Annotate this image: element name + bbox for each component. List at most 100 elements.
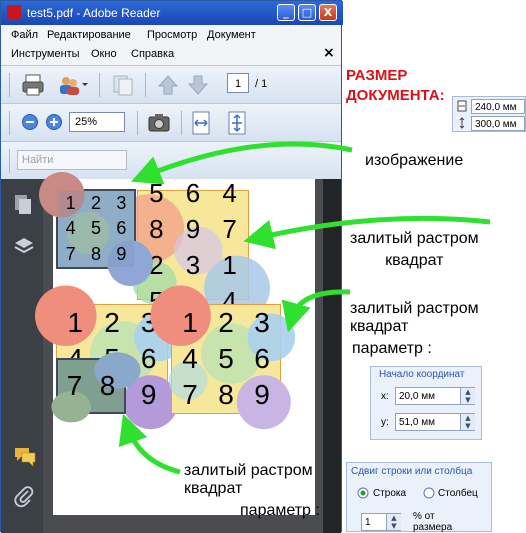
toolbar-main: / 1: [1, 65, 341, 104]
tile-digit: 3: [185, 249, 201, 280]
tile-digit: 5: [90, 218, 101, 239]
tile-digit: 4: [222, 177, 237, 208]
tile-digit: 3: [116, 193, 127, 214]
shift-panel-title: Сдвиг строки или столбца: [351, 466, 473, 477]
shift-unit-label: % от размера: [413, 511, 453, 533]
width-icon: [457, 100, 467, 112]
vertical-scrollbar[interactable]: [323, 179, 341, 533]
menu-view[interactable]: Просмотр: [147, 29, 198, 41]
fit-page-icon[interactable]: [227, 110, 247, 136]
tile-digit: 9: [116, 243, 127, 264]
navigation-pane: [1, 179, 43, 533]
close-document-icon[interactable]: ×: [323, 45, 335, 61]
height-icon: [459, 117, 465, 129]
tile-digit: 8: [99, 370, 116, 401]
raster-tile-e: 7 8: [51, 352, 141, 423]
page-total: / 1: [255, 78, 268, 90]
tile-digit: 3: [254, 307, 270, 338]
tile-digit: 7: [65, 243, 76, 264]
x-spin-icon[interactable]: ▲▼: [460, 388, 475, 404]
fit-width-icon[interactable]: [191, 110, 211, 136]
tile-digit: 7: [182, 379, 198, 410]
tile-digit: 1: [65, 193, 76, 214]
window-title: test5.pdf - Adobe Reader: [27, 6, 161, 20]
raster-square-label-1: залитый растром квадрат: [350, 230, 479, 269]
next-page-icon[interactable]: [187, 74, 209, 96]
doc-width-field[interactable]: 240,0 мм: [471, 99, 525, 114]
y-label: y:: [381, 417, 389, 428]
tile-digit: 2: [218, 307, 234, 338]
raster-tile-d: 1 2 3 4 5 6 7 8 9: [150, 285, 296, 430]
parameter-label-2: параметр :: [240, 502, 320, 519]
tile-digit: 4: [65, 218, 76, 239]
tile-digit: 2: [90, 193, 101, 214]
menu-bar: Файл Редактирование Просмотр Документ Ин…: [1, 25, 341, 65]
tile-digit: 8: [149, 213, 164, 244]
tile-digit: 7: [66, 370, 83, 401]
tile-digit: 7: [222, 213, 237, 244]
tile-digit: 1: [67, 307, 84, 338]
radio-row-icon[interactable]: [357, 487, 369, 499]
zoom-level-input[interactable]: 25%: [69, 112, 125, 132]
zoom-in-icon[interactable]: [45, 113, 63, 131]
share-collaborate-icon[interactable]: [57, 73, 88, 97]
print-icon[interactable]: [21, 73, 45, 97]
tile-digit: 6: [116, 218, 127, 239]
image-label: изображение: [365, 152, 464, 169]
previous-page-icon[interactable]: [157, 74, 179, 96]
comments-icon[interactable]: [13, 445, 37, 467]
shift-spin-icon[interactable]: ▲▼: [386, 514, 401, 530]
doc-height-field[interactable]: 300,0 мм: [471, 116, 525, 131]
radio-column-icon[interactable]: [423, 487, 435, 499]
menu-file[interactable]: Файл: [11, 29, 39, 41]
parameter-label-1: параметр :: [352, 340, 432, 357]
pages-icon[interactable]: [111, 73, 135, 97]
tile-digit: 5: [218, 343, 234, 374]
attachments-icon[interactable]: [13, 485, 35, 508]
tile-digit: 8: [218, 379, 234, 410]
tile-digit: 1: [222, 249, 237, 280]
raster-tile-b: 5 6 4 8 9 7 2 3 1 5 6 4: [113, 178, 270, 321]
minimize-button[interactable]: _: [277, 4, 295, 21]
radio-row-label[interactable]: Строка: [373, 488, 407, 499]
origin-panel-title: Начало координат: [379, 369, 465, 380]
y-spin-icon[interactable]: ▲▼: [460, 414, 475, 430]
toolbar-grip: [9, 73, 10, 97]
adobe-reader-icon: [7, 5, 21, 19]
tile-digit: 6: [254, 343, 270, 374]
tile-digit: 6: [185, 177, 201, 208]
tile-digit: 9: [140, 379, 157, 410]
x-label: x:: [381, 391, 389, 402]
menu-help[interactable]: Справка: [131, 48, 175, 60]
snapshot-camera-icon[interactable]: [147, 111, 171, 135]
layers-icon[interactable]: [13, 235, 35, 257]
raster-square-label-3: залитый растром квадрат: [184, 462, 313, 497]
zoom-out-icon[interactable]: [21, 113, 39, 131]
page-thumbnails-icon[interactable]: [13, 193, 33, 217]
close-button[interactable]: X: [319, 4, 337, 21]
menu-tools[interactable]: Инструменты: [11, 48, 80, 60]
menu-edit[interactable]: Редактирование: [47, 29, 131, 41]
maximize-button[interactable]: □: [298, 4, 316, 21]
origin-panel: Начало координат x: 20,0 мм ▲▼ y: 51,0 м…: [370, 366, 482, 440]
shift-panel: Сдвиг строки или столбца Строка Столбец …: [346, 462, 492, 533]
toolbar-zoom: [1, 103, 341, 142]
doc-size-label: РАЗМЕР ДОКУМЕНТА:: [346, 67, 445, 104]
tile-digit: 5: [149, 177, 164, 208]
doc-size-panel: 240,0 мм 300,0 мм: [452, 96, 526, 132]
tile-digit: 4: [182, 343, 198, 374]
tile-digit: 2: [104, 307, 120, 338]
radio-column-label[interactable]: Столбец: [438, 488, 478, 499]
raster-square-label-2: залитый растром квадрат: [350, 300, 479, 335]
menu-window[interactable]: Окно: [91, 48, 117, 60]
find-input[interactable]: Найти: [17, 150, 127, 170]
page-number-input[interactable]: 1: [227, 73, 249, 93]
menu-document[interactable]: Документ: [207, 29, 256, 41]
title-bar: test5.pdf - Adobe Reader _ □ X: [1, 1, 343, 25]
raster-tile-a-image: 1 2 3 4 5 6 7 8 9: [39, 172, 153, 286]
tile-digit: 9: [185, 213, 201, 244]
tile-digit: 8: [90, 243, 101, 264]
tile-digit: 6: [140, 343, 157, 374]
tile-digit: 9: [254, 379, 270, 410]
tile-digit: 2: [149, 249, 164, 280]
